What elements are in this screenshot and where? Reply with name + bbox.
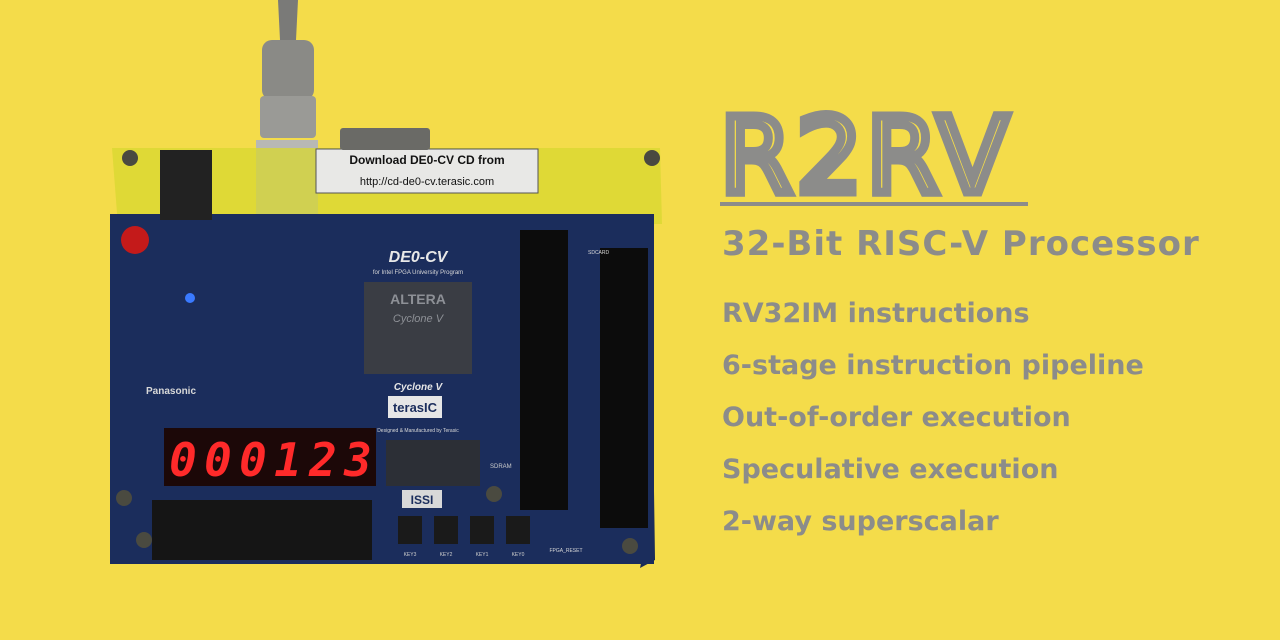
seven-segment-digit: 3 <box>343 433 372 487</box>
vendor-tagline: Designed & Manufactured by Terasic <box>377 428 459 434</box>
chip-brand: ALTERA <box>390 291 446 307</box>
push-key: KEY3 <box>398 516 422 558</box>
key-label: KEY1 <box>476 552 489 558</box>
subtitle: 32-Bit RISC-V Processor <box>722 224 1200 264</box>
board-label-line1: Download DE0-CV CD from <box>349 153 504 167</box>
r2rv-logo: R2RV <box>720 100 1028 210</box>
memory-brand: ISSI <box>411 493 434 507</box>
sdram-label: SDRAM <box>490 464 512 470</box>
feature-item: Out-of-order execution <box>722 402 1071 433</box>
key-label: KEY2 <box>440 552 453 558</box>
cap-brand: Panasonic <box>146 386 196 397</box>
vendor-logo: terasIC <box>393 400 438 415</box>
push-key: KEY2 <box>434 516 458 558</box>
seven-segment-digit: 0 <box>169 433 197 487</box>
push-key: KEY0 <box>506 516 530 558</box>
reset-label: FPGA_RESET <box>549 548 582 554</box>
feature-item: 2-way superscalar <box>722 506 999 537</box>
feature-list: RV32IM instructions 6-stage instruction … <box>722 296 1144 556</box>
board-name: DE0-CV <box>389 249 449 266</box>
fpga-board-photo: Download DE0-CV CD from http://cd-de0-cv… <box>110 0 662 568</box>
seven-segment-digit: 1 <box>274 433 302 487</box>
sdcard-label: SDCARD <box>588 250 610 256</box>
feature-item: Speculative execution <box>722 454 1059 485</box>
board-subtitle: for Intel FPGA University Program <box>373 270 463 276</box>
key-label: KEY0 <box>512 552 525 558</box>
seven-segment-digit: 2 <box>308 433 337 487</box>
key-label: KEY3 <box>404 552 417 558</box>
board-label-line2: http://cd-de0-cv.terasic.com <box>360 176 494 188</box>
seven-segment-digit: 0 <box>239 433 267 487</box>
cyclone-badge: Cyclone V <box>394 382 444 393</box>
feature-item: 6-stage instruction pipeline <box>722 350 1144 381</box>
feature-item: RV32IM instructions <box>722 298 1030 329</box>
logo-text: R2RV <box>720 100 1012 210</box>
push-key: KEY1 <box>470 516 494 558</box>
chip-family: Cyclone V <box>393 313 445 325</box>
seven-segment-digit: 0 <box>204 433 232 487</box>
